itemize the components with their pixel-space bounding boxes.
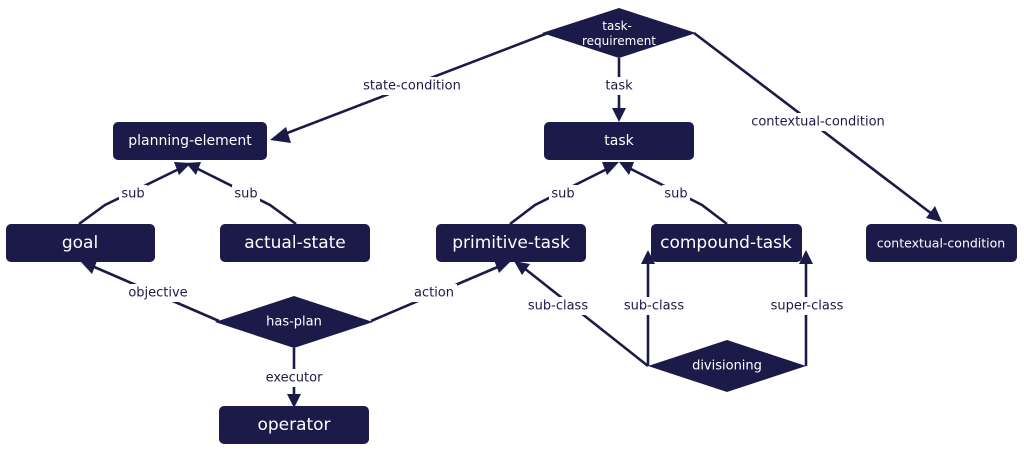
edge-label-objective: objective xyxy=(125,284,191,302)
edge-label-sub-class-primitive: sub-class xyxy=(525,297,591,315)
node-task-requirement-label: task- requirement xyxy=(582,19,656,48)
node-task: task xyxy=(544,122,694,160)
node-goal: goal xyxy=(6,224,155,262)
node-task-label: task xyxy=(604,133,634,149)
node-has-plan-label: has-plan xyxy=(266,315,322,330)
node-task-requirement: task- requirement xyxy=(542,8,696,58)
node-actual-state: actual-state xyxy=(220,224,370,262)
edge-label-task: task xyxy=(604,77,634,95)
node-contextual-condition-label: contextual-condition xyxy=(877,236,1005,251)
node-compound-task-label: compound-task xyxy=(660,233,792,253)
edge-label-text: sub xyxy=(121,187,144,202)
node-operator-label: operator xyxy=(257,415,330,435)
edge-label-sub-goal: sub xyxy=(119,185,147,203)
edge-label-super-class: super-class xyxy=(767,297,847,315)
node-divisioning: divisioning xyxy=(648,340,806,392)
node-goal-label: goal xyxy=(62,233,98,253)
node-divisioning-label: divisioning xyxy=(692,359,762,374)
edge-sub-compound-task xyxy=(619,162,728,226)
node-operator: operator xyxy=(219,406,369,444)
edge-label-sub-primitive-task: sub xyxy=(549,185,577,203)
edge-label-text: task xyxy=(605,79,633,94)
edge-label-text: sub xyxy=(664,187,687,202)
node-has-plan: has-plan xyxy=(215,296,373,348)
edge-label-executor: executor xyxy=(264,369,324,387)
node-planning-element-label: planning-element xyxy=(128,133,252,149)
node-planning-element: planning-element xyxy=(113,122,267,160)
node-compound-task: compound-task xyxy=(651,224,802,262)
node-actual-state-label: actual-state xyxy=(244,233,346,253)
edge-sub-actual-state xyxy=(186,162,297,226)
edge-label-text: sub xyxy=(551,187,574,202)
edge-sub-class-primitive xyxy=(514,261,649,368)
node-task-requirement-line2: requirement xyxy=(582,34,656,48)
node-primitive-task: primitive-task xyxy=(436,224,586,262)
edge-label-action: action xyxy=(411,284,457,302)
edge-label-text: sub-class xyxy=(528,299,588,314)
edge-label-text: contextual-condition xyxy=(751,115,885,130)
edge-label-contextual-condition: contextual-condition xyxy=(750,113,886,131)
edge-label-text: objective xyxy=(128,286,187,301)
edge-label-sub-actual-state: sub xyxy=(232,185,260,203)
node-primitive-task-label: primitive-task xyxy=(452,233,570,253)
edge-label-text: state-condition xyxy=(363,79,461,94)
edge-label-state-condition: state-condition xyxy=(360,77,464,95)
edge-label-sub-compound-task: sub xyxy=(662,185,690,203)
node-contextual-condition: contextual-condition xyxy=(866,224,1017,262)
edge-label-text: action xyxy=(414,286,454,301)
edge-label-text: super-class xyxy=(771,299,844,314)
edge-label-text: sub xyxy=(234,187,257,202)
edge-label-text: sub-class xyxy=(624,299,684,314)
edge-sub-primitive-task xyxy=(509,162,619,226)
node-task-requirement-line1: task- xyxy=(602,19,632,33)
edge-label-sub-class-compound: sub-class xyxy=(621,297,687,315)
edge-label-text: executor xyxy=(266,371,323,386)
edge-sub-goal xyxy=(78,162,191,226)
